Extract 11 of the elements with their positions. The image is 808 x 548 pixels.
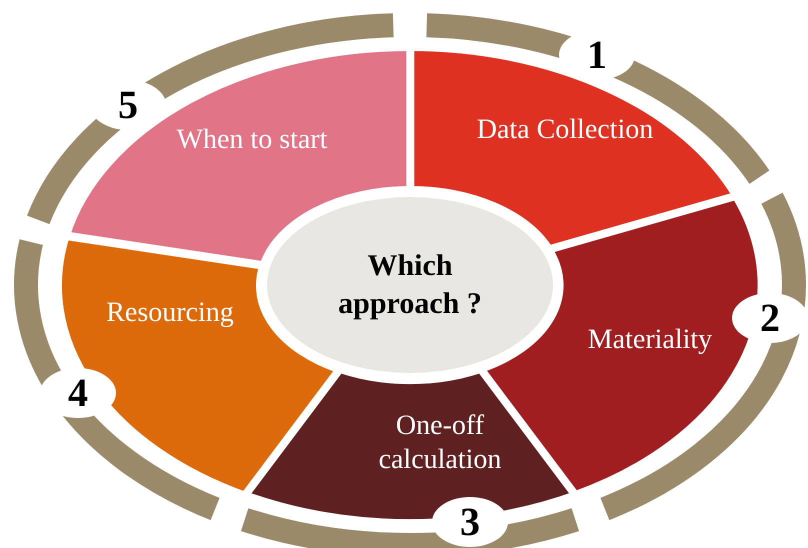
step-number: 3 (459, 500, 481, 544)
segment-label: When to start (176, 123, 328, 157)
segment-label: Data Collection (476, 113, 654, 147)
segment-label: Resourcing (105, 296, 235, 330)
center-label: Which approach ? (337, 248, 483, 322)
step-number: 2 (759, 296, 781, 340)
segment-label: Materiality (586, 322, 714, 357)
step-number: 1 (586, 33, 608, 77)
step-number: 4 (67, 371, 89, 415)
step-number: 5 (117, 83, 139, 127)
segment-label: One-off calculation (378, 408, 502, 477)
